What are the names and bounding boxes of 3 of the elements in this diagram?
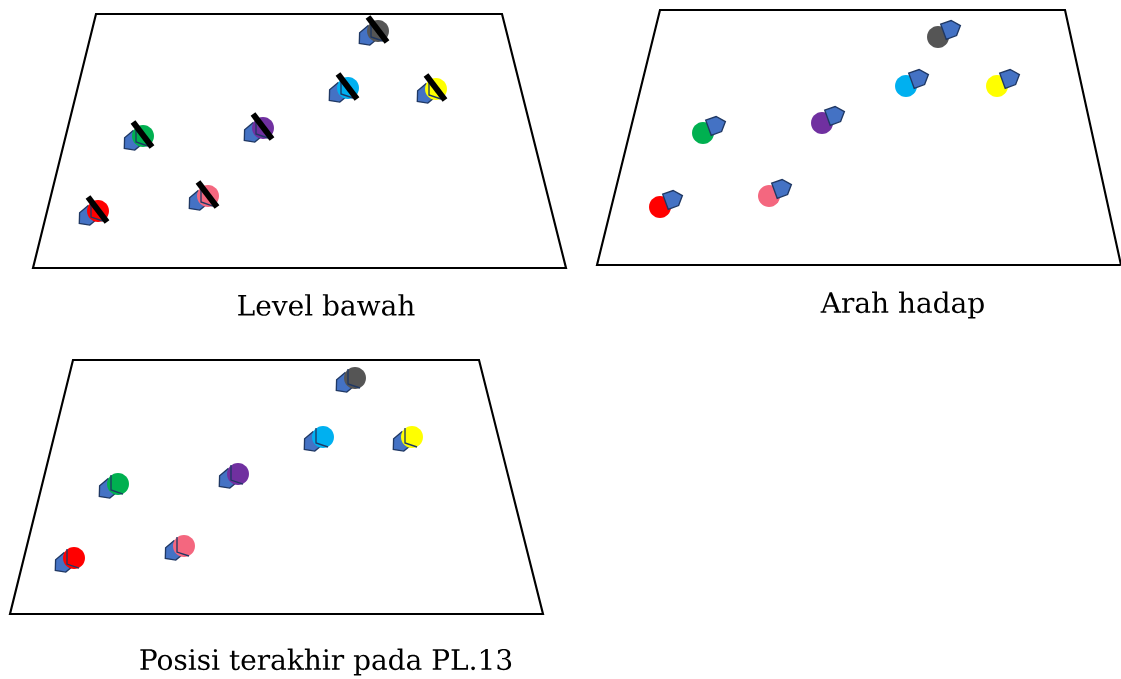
caption: Arah hadap [820,291,984,319]
caption: Level bawah [238,294,415,316]
caption: Posisi terakhir pada PL.13 [140,648,512,676]
